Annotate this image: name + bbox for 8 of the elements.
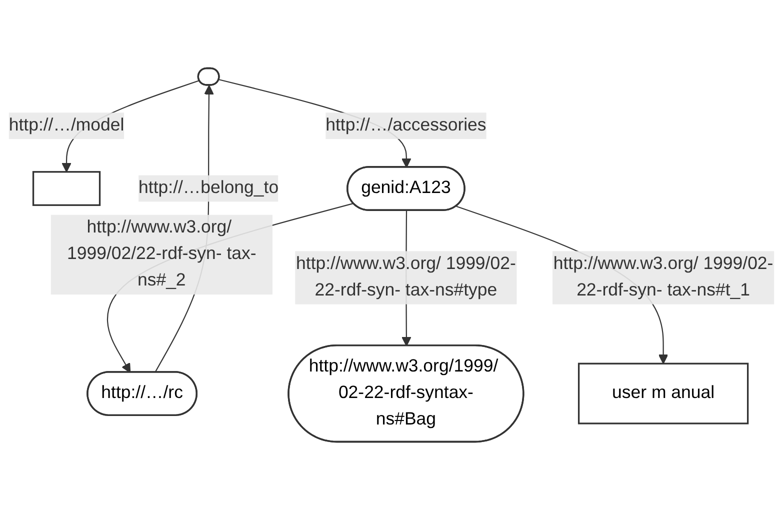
edge-label: http://…belong_to	[138, 178, 279, 198]
edge-label: http://…/accessories	[326, 116, 486, 135]
node-box	[32, 171, 101, 206]
node-box: user m anual	[578, 362, 749, 424]
edge-label: http://…/model	[8, 116, 124, 135]
edge-label: http://www.w3.org/ 1999/02-22-rdf-syn- tax-ns#type	[296, 254, 516, 300]
edge-label: http://www.w3.org/ 1999/02/22-rdf-syn- tax-ns#_2	[67, 218, 256, 290]
edge-label: http://www.w3.org/ 1999/02-22-rdf-syn- tax-ns#t_1	[553, 254, 774, 300]
